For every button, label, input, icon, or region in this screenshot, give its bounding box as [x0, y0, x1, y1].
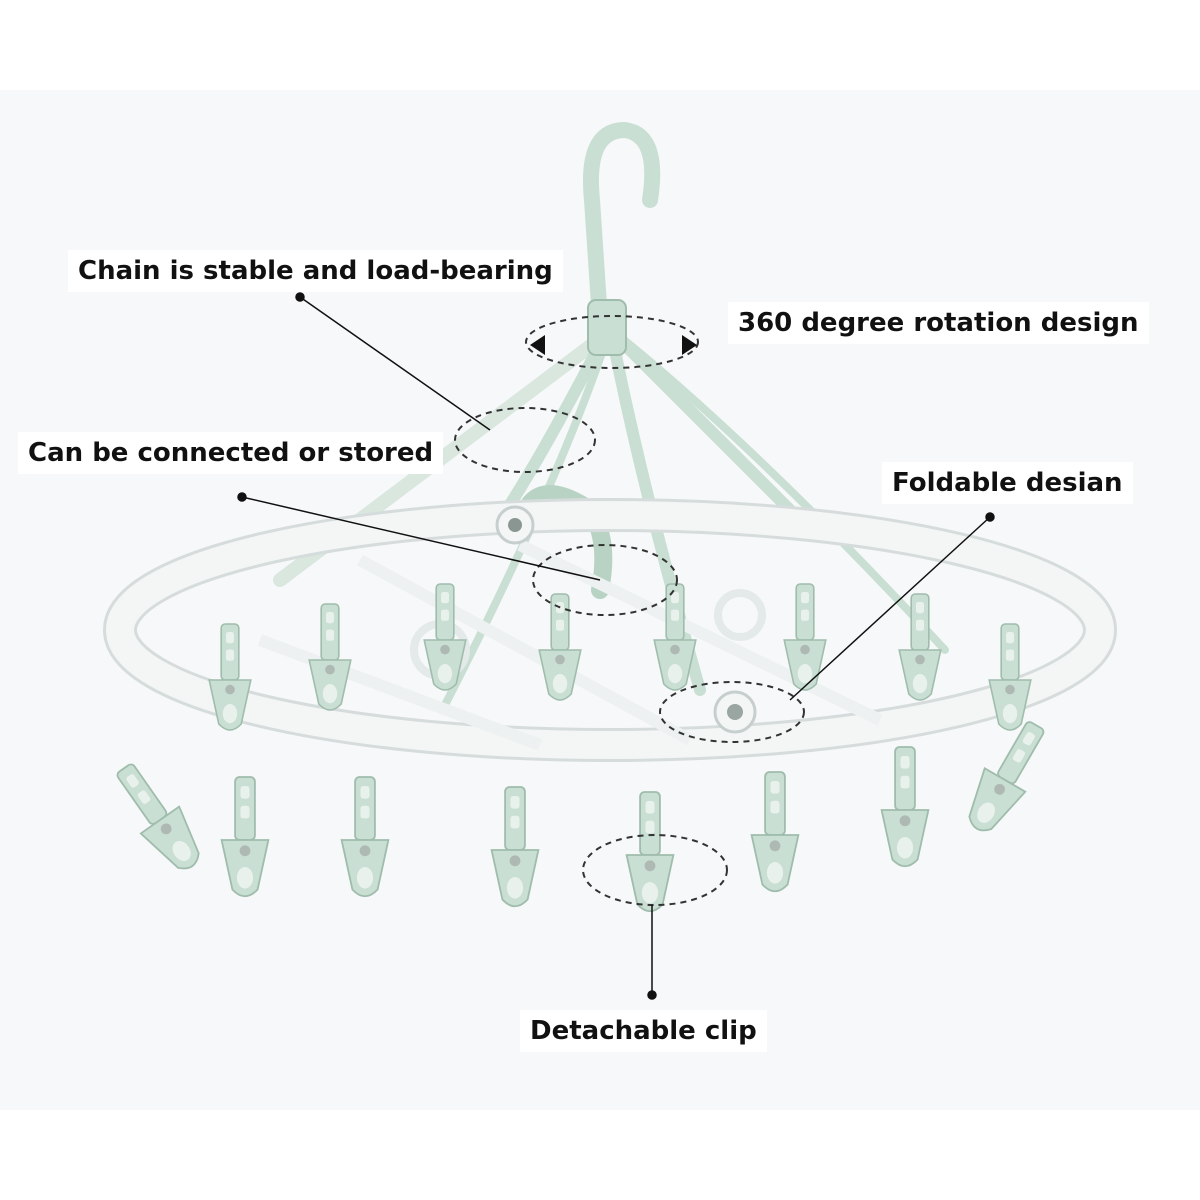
pivot-bolts — [495, 505, 757, 734]
highlight-ellipses — [454, 315, 805, 906]
rotation-highlight — [525, 315, 699, 369]
leader-lines — [237, 292, 995, 1000]
hook — [583, 121, 661, 356]
callout-detachable-clip: Detachable clip — [520, 1010, 767, 1052]
fold-highlight — [532, 544, 678, 616]
right-rotation-arrow-icon — [682, 335, 697, 355]
callout-360-rotation: 360 degree rotation design — [728, 302, 1149, 344]
chain-highlight — [454, 407, 596, 473]
clip-highlight — [582, 834, 728, 906]
callout-chain-stable: Chain is stable and load-bearing — [68, 250, 563, 292]
pivot-highlight — [659, 681, 805, 743]
rotation-arrows — [530, 335, 697, 355]
callout-connected-or-stored: Can be connected or stored — [18, 432, 444, 474]
callout-foldable-design: Foldable desian — [882, 462, 1133, 504]
oval-frame — [103, 498, 1117, 762]
left-rotation-arrow-icon — [530, 335, 545, 355]
